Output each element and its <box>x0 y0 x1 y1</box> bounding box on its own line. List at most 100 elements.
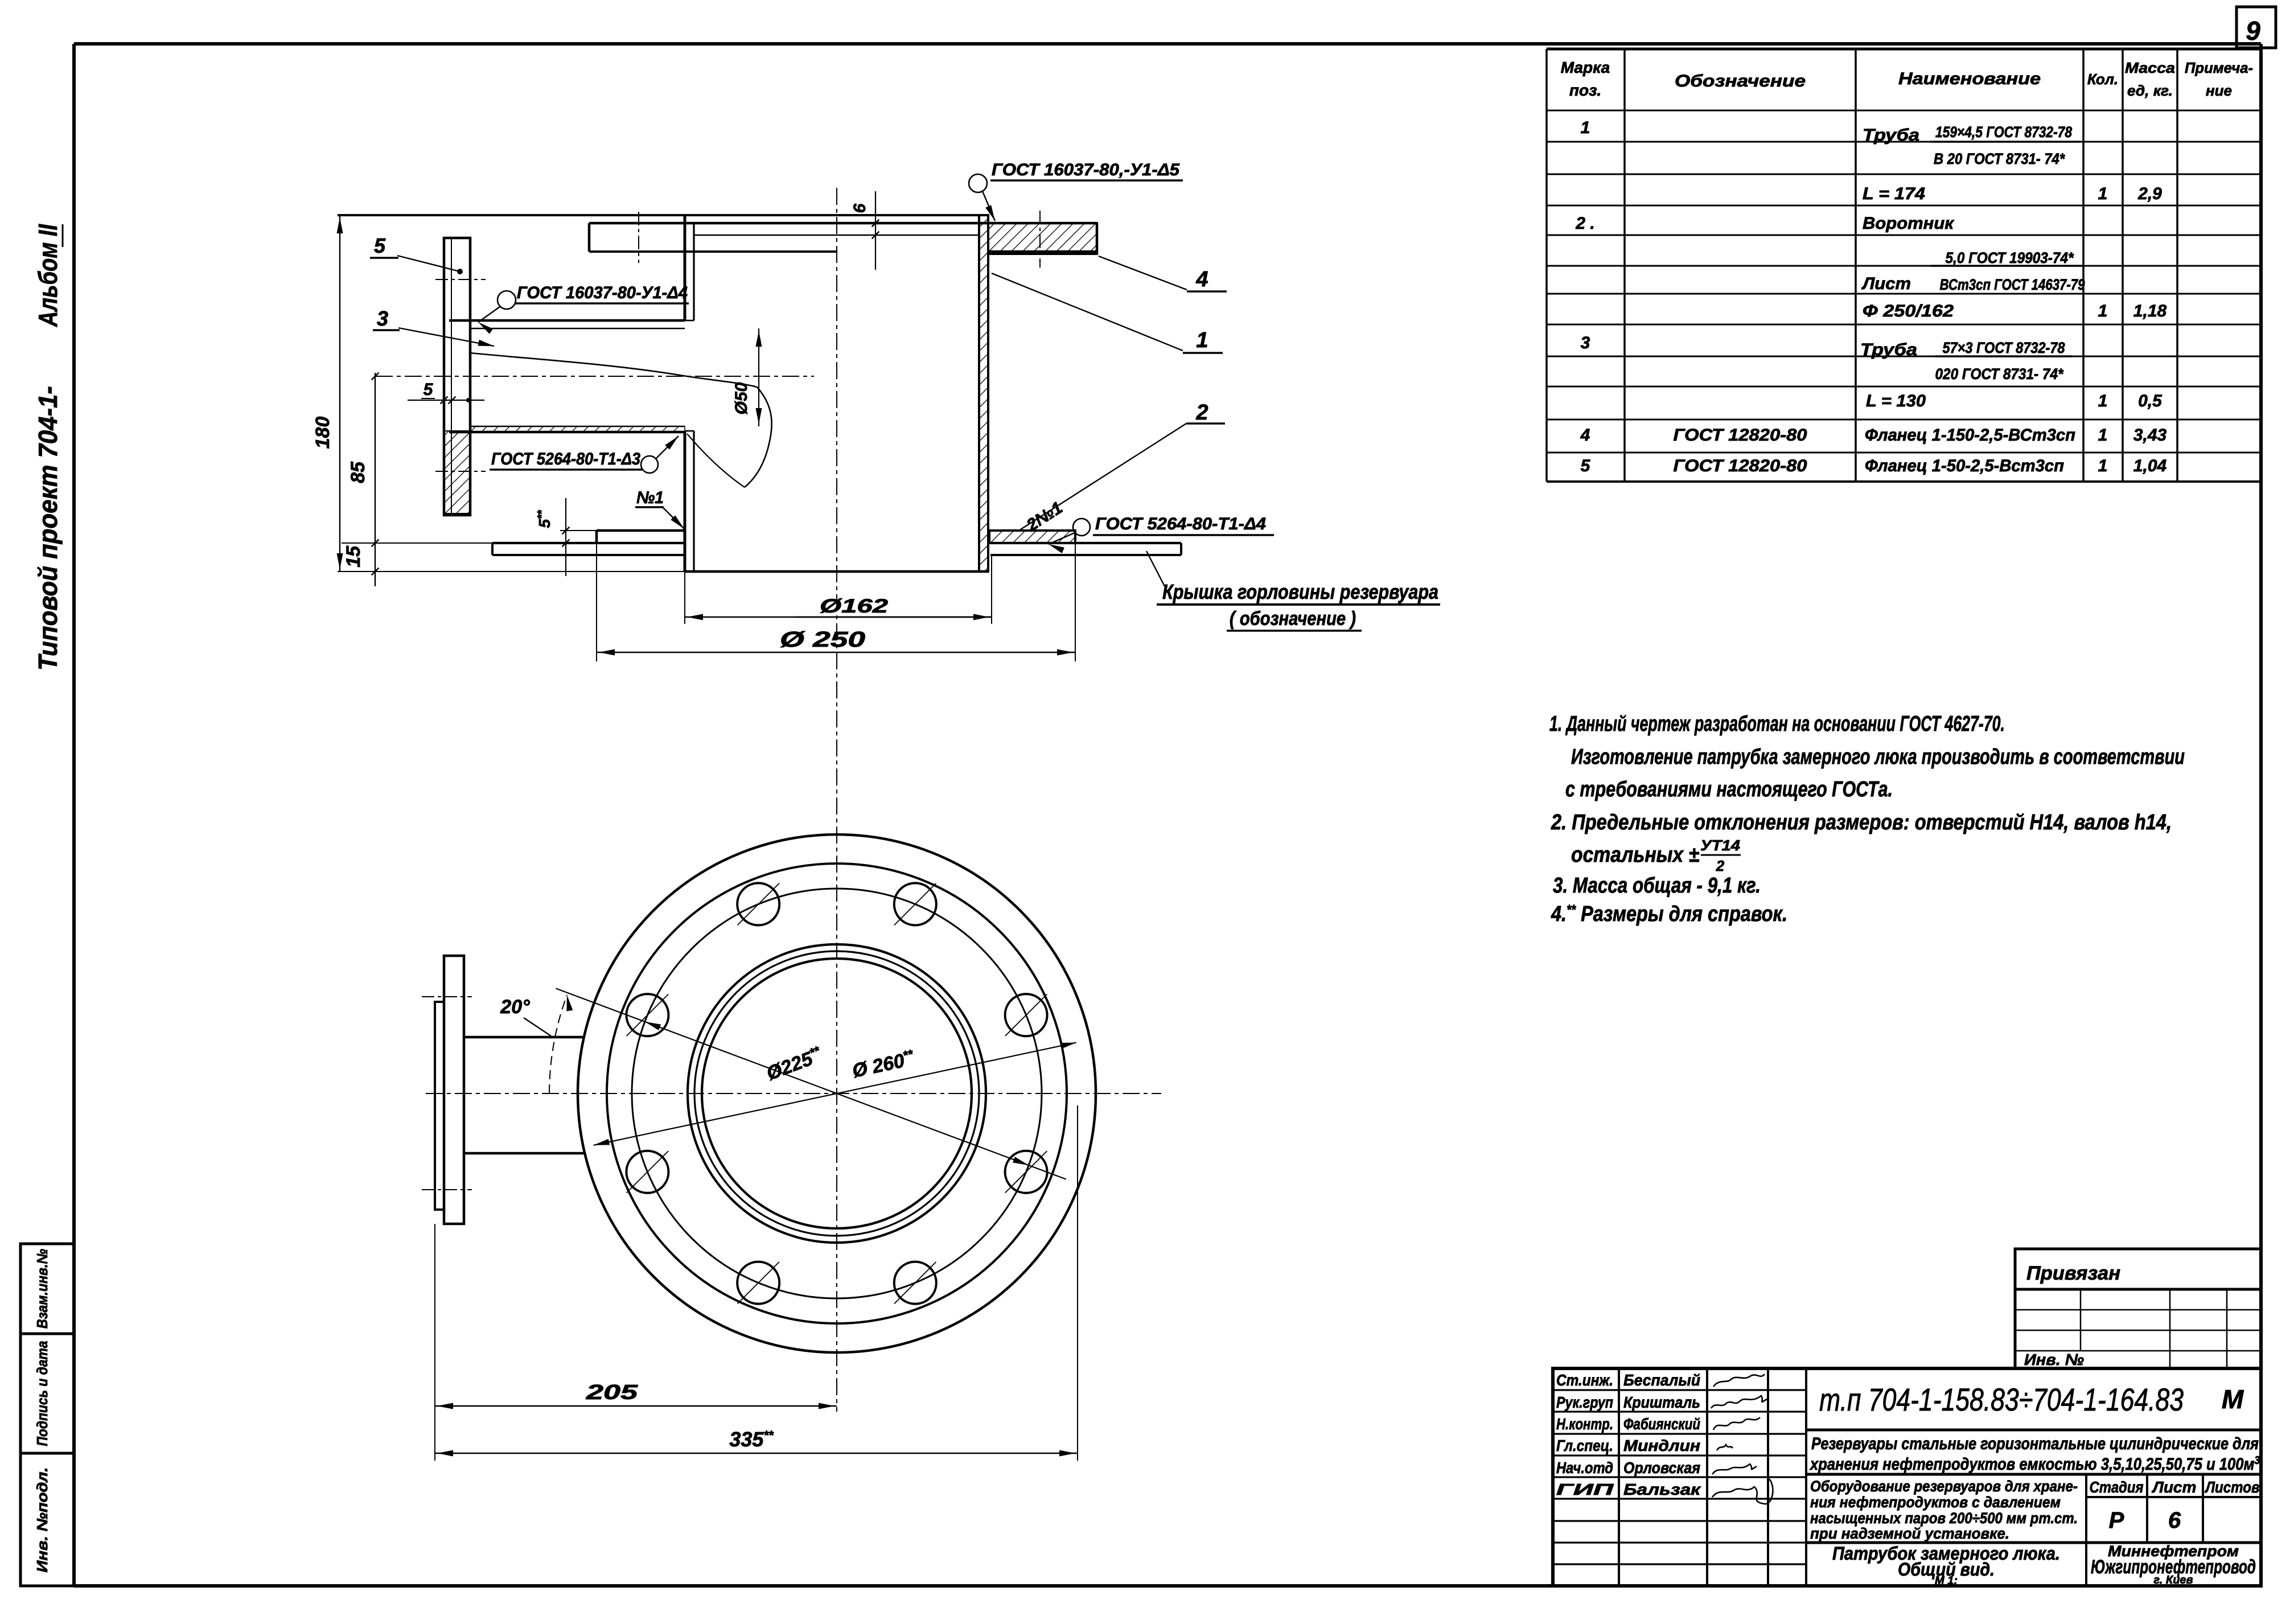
svg-text:1. Данный чертеж разработан на: 1. Данный чертеж разработан на основании… <box>1549 712 2005 736</box>
svg-text:Лист: Лист <box>2152 1478 2197 1496</box>
svg-text:Масса: Масса <box>2125 59 2175 76</box>
svg-text:Резервуары стальные горизонтал: Резервуары стальные горизонтальные цилин… <box>1811 1434 2259 1453</box>
svg-text:1,18: 1,18 <box>2133 302 2167 320</box>
svg-text:Ø162: Ø162 <box>820 595 888 617</box>
svg-text:Фланец 1-50-2,5-Вст3сп: Фланец 1-50-2,5-Вст3сп <box>1865 457 2064 475</box>
svg-text:L = 174: L = 174 <box>1863 184 1925 203</box>
svg-text:ГОСТ 16037-80,-У1-Δ5: ГОСТ 16037-80,-У1-Δ5 <box>992 161 1180 179</box>
svg-text:Беспалый: Беспалый <box>1623 1371 1700 1389</box>
svg-text:Рук.груп: Рук.груп <box>1556 1393 1613 1411</box>
svg-text:1: 1 <box>2098 457 2108 475</box>
svg-text:1: 1 <box>2098 302 2108 320</box>
svg-text:1: 1 <box>1196 328 1208 352</box>
svg-text:20°: 20° <box>500 996 530 1018</box>
svg-text:1: 1 <box>2098 184 2108 203</box>
svg-text:Изготовление патрубка замерног: Изготовление патрубка замерного люка про… <box>1571 745 2185 769</box>
svg-text:Марка: Марка <box>1561 59 1610 76</box>
svg-text:Стадия: Стадия <box>2090 1478 2144 1496</box>
svg-text:5: 5 <box>424 380 434 399</box>
svg-text:с требованиями настоящего ГОСТ: с требованиями настоящего ГОСТа. <box>1565 778 1893 801</box>
svg-text:( обозначение ): ( обозначение ) <box>1230 608 1356 630</box>
svg-text:Типовой проект 704-1-: Типовой проект 704-1- <box>33 386 63 671</box>
svg-text:Ø50: Ø50 <box>732 382 751 414</box>
svg-text:Воротник: Воротник <box>1863 214 1955 233</box>
svg-text:0,5: 0,5 <box>2138 392 2163 410</box>
svg-text:4: 4 <box>1580 426 1590 445</box>
svg-text:Миннефтепром: Миннефтепром <box>2108 1543 2239 1560</box>
svg-text:9: 9 <box>2246 16 2260 46</box>
svg-text:Общий вид.: Общий вид. <box>1898 1559 1995 1580</box>
svg-text:ГОСТ 5264-80-Т1-Δ4: ГОСТ 5264-80-Т1-Δ4 <box>1095 515 1266 533</box>
svg-text:Н.контр.: Н.контр. <box>1556 1415 1613 1433</box>
svg-text:Обозначение: Обозначение <box>1675 72 1806 91</box>
svg-text:85: 85 <box>347 461 369 483</box>
svg-text:Патрубок замерного люка.: Патрубок замерного люка. <box>1832 1543 2060 1564</box>
svg-text:1,04: 1,04 <box>2133 457 2167 475</box>
svg-text:Фабиянский: Фабиянский <box>1623 1415 1700 1433</box>
svg-text:57×3 ГОСТ 8732-78: 57×3 ГОСТ 8732-78 <box>1943 339 2065 356</box>
svg-text:Примеча-: Примеча- <box>2185 59 2253 76</box>
svg-text:Южгипронефтепровод: Южгипронефтепровод <box>2091 1556 2256 1578</box>
svg-text:Крышка горловины резервуара: Крышка горловины резервуара <box>1162 580 1438 603</box>
svg-text:ГОСТ 16037-80-У1-Δ4: ГОСТ 16037-80-У1-Δ4 <box>517 283 688 302</box>
svg-text:Фланец 1-150-2,5-ВСт3сп: Фланец 1-150-2,5-ВСт3сп <box>1865 426 2075 445</box>
svg-text:2. Предельные отклонения разм: 2. Предельные отклонения размеров: отвер… <box>1551 811 2172 834</box>
svg-text:Инв. №: Инв. № <box>2024 1351 2084 1368</box>
svg-text:Подпись и дата: Подпись и дата <box>34 1341 51 1446</box>
svg-text:ВСт3сп ГОСТ 14637-79: ВСт3сп ГОСТ 14637-79 <box>1940 276 2085 293</box>
svg-text:Оборудование резервуаров для х: Оборудование резервуаров для хране- <box>1810 1478 2078 1495</box>
svg-text:Нач.отд: Нач.отд <box>1556 1459 1613 1477</box>
svg-text:L = 130: L = 130 <box>1866 392 1926 410</box>
svg-text:2: 2 <box>1195 401 1208 425</box>
svg-text:3. Масса общая - 9,1 кг.: 3. Масса общая - 9,1 кг. <box>1553 874 1761 898</box>
svg-text:Труба: Труба <box>1863 126 1919 145</box>
svg-text:М: М <box>2222 1384 2244 1414</box>
svg-text:хранения нефтепродуктов емкост: хранения нефтепродуктов емкостью 3,5,10,… <box>1809 1454 2260 1474</box>
svg-text:5: 5 <box>374 234 386 257</box>
svg-text:6: 6 <box>850 203 869 213</box>
svg-text:ГОСТ 12820-80: ГОСТ 12820-80 <box>1674 426 1807 445</box>
svg-text:2 .: 2 . <box>1575 214 1594 233</box>
svg-text:5: 5 <box>1581 457 1591 475</box>
svg-text:ГИП: ГИП <box>1556 1481 1614 1498</box>
svg-text:ед, кг.: ед, кг. <box>2127 82 2173 99</box>
svg-text:г. Киев: г. Киев <box>2153 1574 2193 1586</box>
svg-text:1: 1 <box>1581 118 1590 137</box>
svg-text:ния нефтепродуктов с давление: ния нефтепродуктов с давлением <box>1810 1494 2061 1511</box>
svg-text:№1: №1 <box>636 488 664 507</box>
svg-text:4: 4 <box>1195 268 1208 291</box>
svg-text:ние: ние <box>2206 82 2232 99</box>
svg-text:2: 2 <box>1716 857 1725 874</box>
svg-text:В 20 ГОСТ 8731- 74*: В 20 ГОСТ 8731- 74* <box>1934 150 2065 167</box>
svg-text:поз.: поз. <box>1569 81 1601 99</box>
svg-text:3,43: 3,43 <box>2133 426 2167 445</box>
svg-text:Взам.инв.№: Взам.инв.№ <box>34 1249 51 1329</box>
svg-text:Наименование: Наименование <box>1898 69 2041 88</box>
svg-text:15: 15 <box>343 545 364 568</box>
svg-text:Инв. №подл.: Инв. №подл. <box>34 1467 51 1573</box>
svg-text:Привязан: Привязан <box>2026 1263 2120 1284</box>
svg-text:остальных ±: остальных ± <box>1571 843 1699 867</box>
svg-text:Миндлин: Миндлин <box>1623 1437 1700 1454</box>
svg-text:Кришталь: Кришталь <box>1623 1393 1700 1411</box>
svg-text:Ф 250/162: Ф 250/162 <box>1863 302 1954 320</box>
svg-text:Кол.: Кол. <box>2087 71 2118 88</box>
svg-text:1: 1 <box>2098 392 2108 410</box>
svg-text:Ø 250: Ø 250 <box>780 628 865 652</box>
svg-text:ГОСТ 5264-80-Т1-Δ3: ГОСТ 5264-80-Т1-Δ3 <box>491 450 640 468</box>
svg-text:159×4,5 ГОСТ 8732-78: 159×4,5 ГОСТ 8732-78 <box>1935 124 2072 141</box>
svg-text:при надземной установке.: при надземной установке. <box>1810 1525 2009 1542</box>
svg-text:т.п 704-1-158.83÷704-1-164.83: т.п 704-1-158.83÷704-1-164.83 <box>1819 1382 2184 1417</box>
svg-text:1: 1 <box>2098 426 2108 445</box>
svg-text:Труба: Труба <box>1860 340 1917 359</box>
svg-text:6: 6 <box>2168 1508 2181 1533</box>
svg-text:205: 205 <box>586 1380 639 1404</box>
svg-text:5,0 ГОСТ 19903-74*: 5,0 ГОСТ 19903-74* <box>1946 249 2074 266</box>
svg-text:3: 3 <box>1581 334 1590 352</box>
svg-text:020 ГОСТ 8731- 74*: 020 ГОСТ 8731- 74* <box>1935 365 2064 383</box>
svg-text:УТ14: УТ14 <box>1700 837 1741 854</box>
svg-text:насыщенных паров 200÷500 мм рт: насыщенных паров 200÷500 мм рт.ст. <box>1810 1510 2078 1527</box>
svg-text:Орловская: Орловская <box>1623 1459 1700 1477</box>
svg-text:4.** Размеры для справок.: 4.** Размеры для справок. <box>1551 902 1787 926</box>
svg-text:Ст.инж.: Ст.инж. <box>1556 1371 1613 1389</box>
